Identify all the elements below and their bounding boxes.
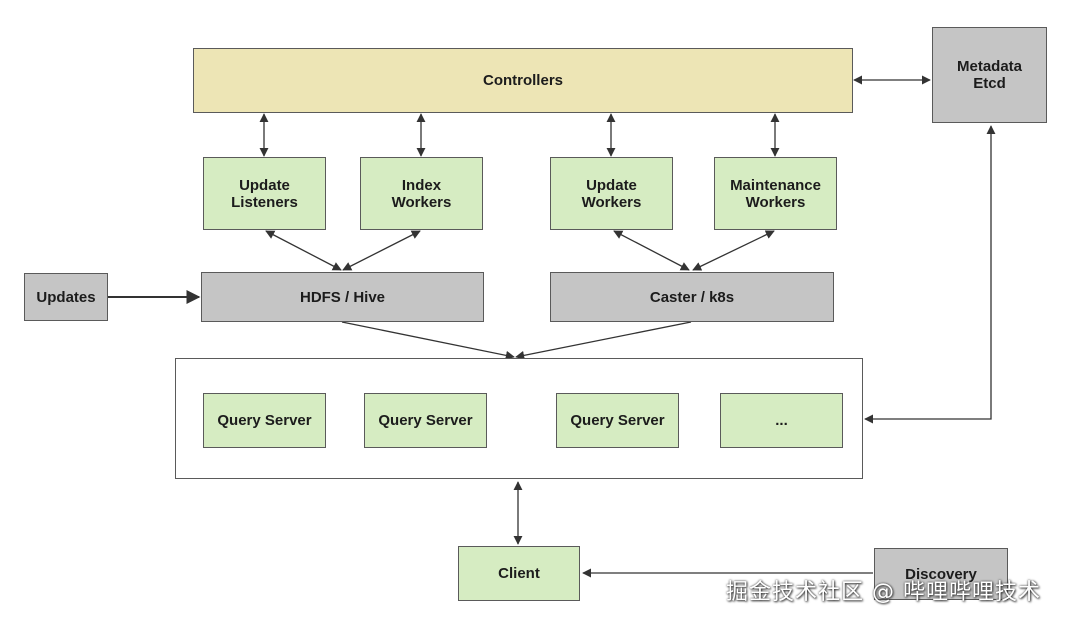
discovery-node: Discovery xyxy=(874,548,1008,600)
controllers-node: Controllers xyxy=(193,48,853,113)
hdfs-hive-node: HDFS / Hive xyxy=(201,272,484,322)
update-workers-label: Update Workers xyxy=(581,176,642,211)
query-server-node-1: Query Server xyxy=(203,393,326,448)
caster-k8s-node: Caster / k8s xyxy=(550,272,834,322)
update-listeners-node: Update Listeners xyxy=(203,157,326,230)
client-node: Client xyxy=(458,546,580,601)
query-server-node-2: Query Server xyxy=(364,393,487,448)
discovery-label: Discovery xyxy=(905,566,977,583)
edge-index-workers-hdfs xyxy=(342,230,421,271)
edge-maintenance-workers-caster xyxy=(692,230,775,271)
metadata-etcd-node: Metadata Etcd xyxy=(932,27,1047,123)
caster-k8s-label: Caster / k8s xyxy=(649,288,735,306)
update-listeners-label: Update Listeners xyxy=(231,176,298,211)
query-more-label: ... xyxy=(775,412,788,429)
edge-hdfs-query-cluster xyxy=(341,321,515,360)
query-server-node-3: Query Server xyxy=(556,393,679,448)
query-more-node: ... xyxy=(720,393,843,448)
maintenance-workers-node: Maintenance Workers xyxy=(714,157,837,230)
query-server-label-1: Query Server xyxy=(217,412,312,429)
edge-caster-query-cluster xyxy=(515,321,692,360)
updates-node: Updates xyxy=(24,273,108,321)
edge-update-listeners-hdfs xyxy=(265,230,342,271)
client-label: Client xyxy=(498,565,540,582)
maintenance-workers-label: Maintenance Workers xyxy=(730,176,821,211)
watermark-text: 掘金技术社区 @ 哔哩哔哩技术 xyxy=(726,580,1041,605)
query-server-label-3: Query Server xyxy=(570,412,665,429)
controllers-label: Controllers xyxy=(482,72,563,89)
index-workers-node: Index Workers xyxy=(360,157,483,230)
hdfs-hive-label: HDFS / Hive xyxy=(299,288,386,306)
edge-metadata-query-cluster xyxy=(864,125,996,424)
query-server-label-2: Query Server xyxy=(378,412,473,429)
metadata-etcd-label: Metadata Etcd xyxy=(956,58,1023,92)
update-workers-node: Update Workers xyxy=(550,157,673,230)
index-workers-label: Index Workers xyxy=(391,176,452,211)
edge-update-workers-caster xyxy=(613,230,690,271)
updates-label: Updates xyxy=(36,288,96,306)
